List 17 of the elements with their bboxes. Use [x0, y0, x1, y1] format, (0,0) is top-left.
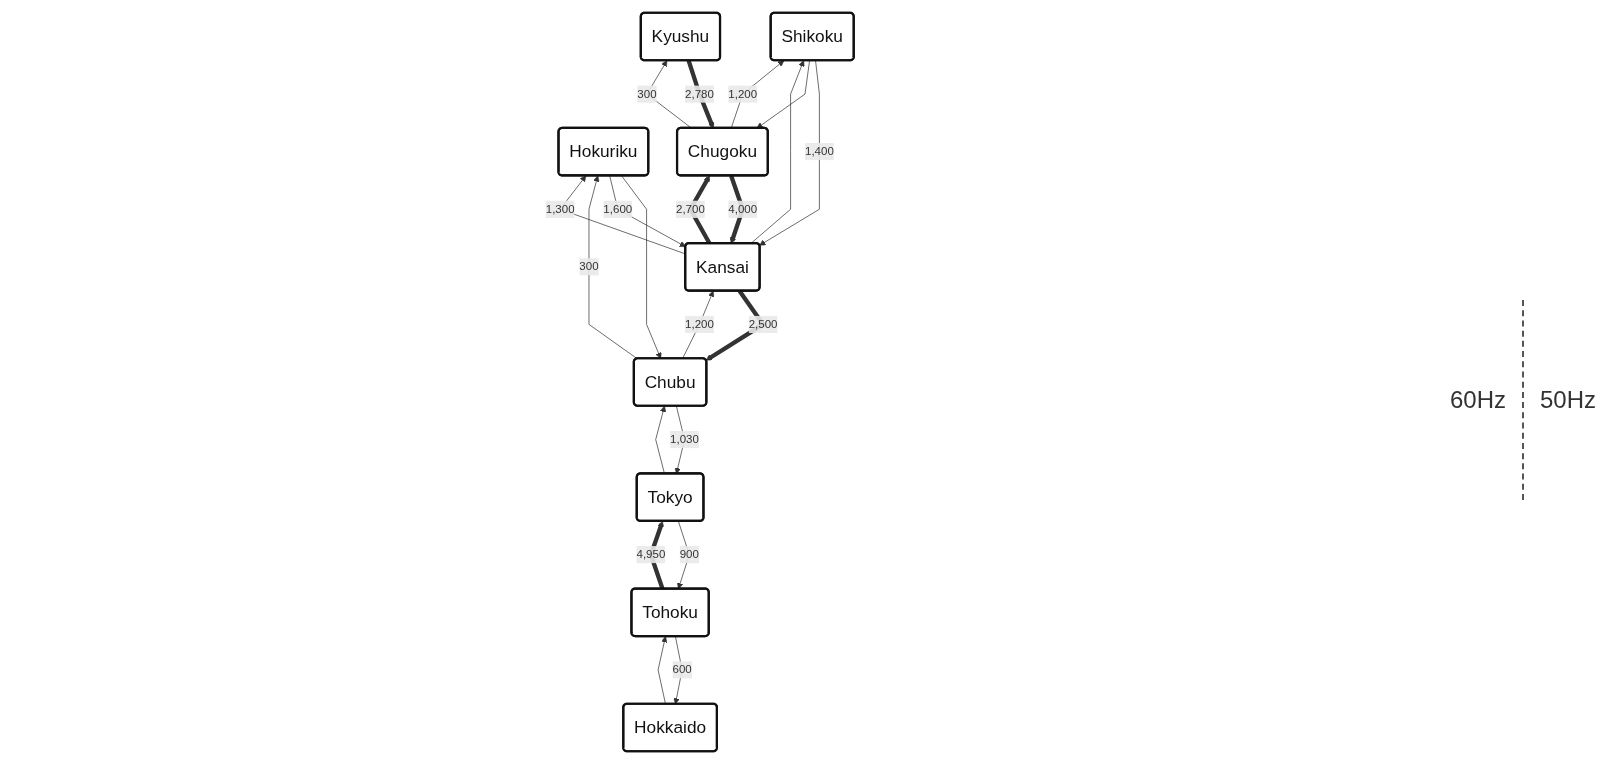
edge-label: 4,950 [636, 547, 666, 560]
edge-label: 1,200 [685, 317, 715, 330]
edge-label: 2,500 [748, 317, 778, 330]
frequency-label: 60Hz [1449, 386, 1506, 414]
edge-label: 600 [672, 662, 692, 676]
edge-label: 900 [679, 547, 700, 560]
edge-label: 2,780 [685, 87, 715, 100]
edge-label: 4,000 [728, 202, 758, 215]
edge-label: 1,400 [805, 144, 835, 157]
frequency-label: 50Hz [1539, 386, 1596, 414]
edge-label: 1,030 [670, 432, 700, 445]
edge-label: 300 [637, 87, 657, 100]
edge-label: 1,600 [603, 202, 633, 215]
edge-label: 1,200 [728, 87, 758, 100]
edge-label: 1,300 [546, 202, 575, 215]
edge-label: 2,700 [676, 202, 706, 215]
edge-label: 300 [579, 259, 599, 273]
